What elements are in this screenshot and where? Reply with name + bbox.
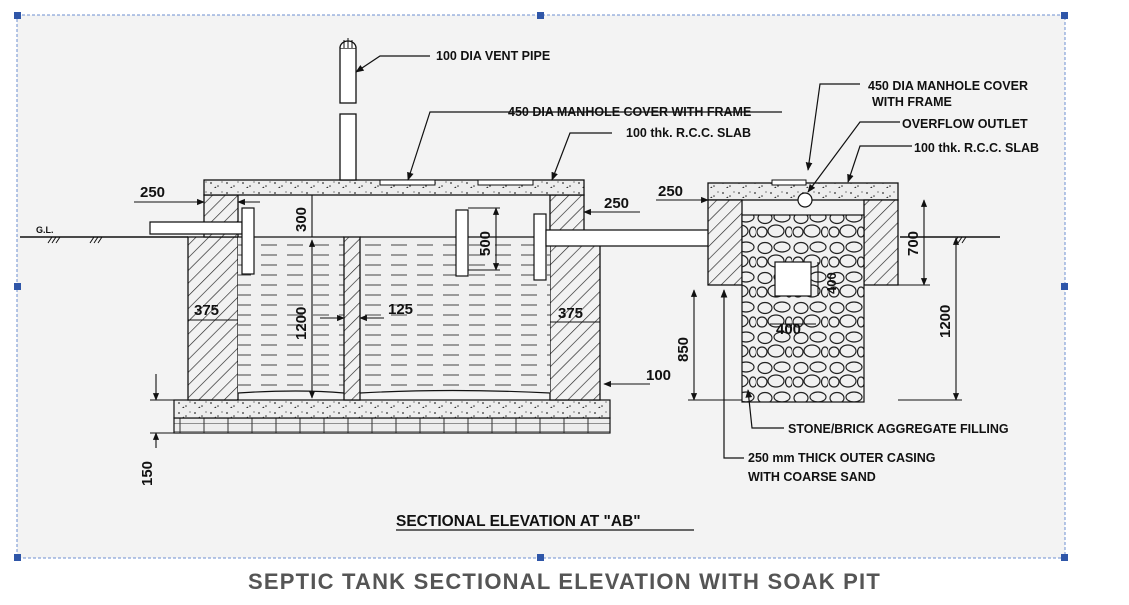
resize-handle-bottom-right [1061,554,1068,561]
section-title: SECTIONAL ELEVATION AT "AB" [396,513,641,530]
resize-handle-top [537,12,544,19]
dim-850: 850 [675,337,692,362]
dim-1200-pit: 1200 [937,305,954,338]
partition-tee [455,209,469,277]
pit-right-wall [863,199,899,286]
tank-right-wall [549,236,601,401]
dim-300: 300 [293,207,310,232]
resize-handle-left [14,283,21,290]
dim-375-right: 375 [558,305,583,322]
brick-base-course [173,417,611,434]
pcc-base [173,399,611,419]
casing-label-line1: 250 mm THICK OUTER CASING [748,451,936,465]
dim-400-horizontal: 400 [776,321,801,338]
dim-1200-tank: 1200 [293,307,310,340]
dim-500: 500 [477,231,494,256]
tank-slab-label: 100 thk. R.C.C. SLAB [626,126,751,140]
vent-pipe [339,113,357,181]
resize-handle-top-left [14,12,21,19]
sludge-line [237,389,551,394]
pit-left-wall [707,199,743,286]
aggregate-filling-label: STONE/BRICK AGGREGATE FILLING [788,422,1009,436]
casing-label-line2: WITH COARSE SAND [748,470,876,484]
dim-375-left: 375 [194,302,219,319]
tank-left-wall [187,236,239,401]
dim-400-vertical: 400 [824,272,839,294]
pit-manhole-label-line2: WITH FRAME [872,95,952,109]
overflow-outlet-label: OVERFLOW OUTLET [902,117,1028,131]
partition-wall [343,236,361,401]
chamber-1-liquid [238,237,344,393]
dim-700: 700 [905,231,922,256]
overflow-outlet [797,192,813,208]
pit-manhole-label-line1: 450 DIA MANHOLE COVER [868,79,1028,93]
resize-handle-right [1061,283,1068,290]
ground-level-label: G.L. [36,225,54,235]
aggregate-filling [741,214,865,403]
tank-manhole-label: 450 DIA MANHOLE COVER WITH FRAME [508,105,751,119]
pit-distribution-box [774,261,812,297]
selection-handles[interactable] [14,12,1068,561]
chamber-2-liquid [360,237,550,393]
vent-pipe-top [339,47,357,104]
dim-250-left: 250 [140,184,165,201]
dim-100: 100 [646,367,671,384]
tank-manhole-cover [379,179,436,186]
vent-pipe-label: 100 DIA VENT PIPE [436,49,550,63]
dim-250-pit: 250 [658,183,683,200]
resize-handle-bottom-left [14,554,21,561]
pit-slab-label: 100 thk. R.C.C. SLAB [914,141,1039,155]
dim-125: 125 [388,301,413,318]
inlet-tee [241,207,255,275]
inlet-pipe [149,221,243,235]
figure-caption: SEPTIC TANK SECTIONAL ELEVATION WITH SOA… [248,569,881,594]
resize-handle-top-right [1061,12,1068,19]
dim-250-mid: 250 [604,195,629,212]
resize-handle-bottom [537,554,544,561]
outlet-tee [533,213,547,281]
pit-manhole-cover [771,179,807,186]
dim-150: 150 [139,461,156,486]
